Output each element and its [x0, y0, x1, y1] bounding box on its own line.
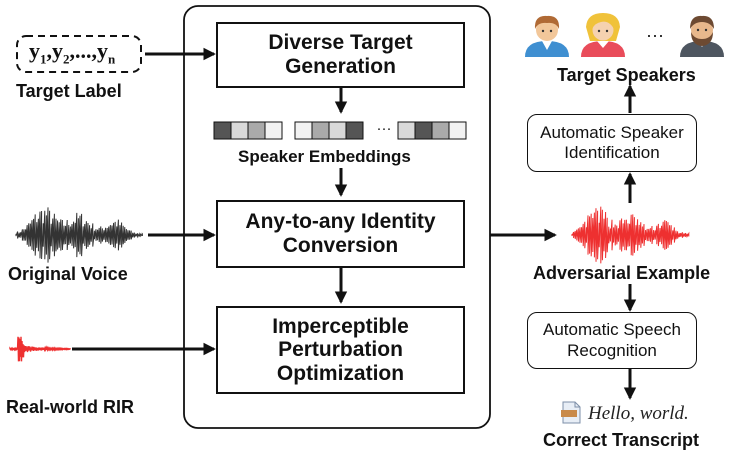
transcript-text: Hello, world. [588, 403, 689, 424]
embedding-cell [448, 121, 467, 140]
adversarial-waveform [571, 206, 690, 264]
original-voice-waveform [15, 207, 143, 263]
target-label-caption: Target Label [16, 81, 122, 101]
identity-conversion-box: Any-to-any Identity Conversion [216, 200, 465, 268]
text-file-icon [561, 401, 581, 424]
rir-label: Real-world RIR [6, 397, 135, 417]
embedding-cell [431, 121, 450, 140]
speaker-identification-title: Automatic Speaker Identification [540, 122, 684, 162]
embedding-cell [414, 121, 433, 140]
speaker-embeddings-caption: Speaker Embeddings [238, 147, 411, 166]
framework-container [183, 5, 491, 429]
target-label-box [16, 35, 142, 73]
speaker-avatar-3 [680, 15, 724, 57]
speaker-embeddings-strip: ··· [213, 120, 467, 140]
diverse-target-generation-box: Diverse Target Generation [216, 22, 465, 88]
embedding-cell [213, 121, 232, 140]
speaker-avatar-1 [525, 15, 569, 57]
embedding-cell [328, 121, 347, 140]
embedding-cell [397, 121, 416, 140]
subscript-2: 2 [63, 51, 70, 67]
embedding-cell [311, 121, 330, 140]
diverse-target-generation-title: Diverse Target Generation [268, 31, 413, 78]
subscript-n: n [108, 51, 116, 67]
embedding-cell [230, 121, 249, 140]
speech-recognition-title: Automatic Speech Recognition [543, 320, 681, 360]
adversarial-example-label: Adversarial Example [533, 263, 711, 283]
identity-conversion-title: Any-to-any Identity Conversion [245, 210, 436, 257]
speaker-avatar-2 [581, 13, 625, 57]
target-speakers-label: Target Speakers [557, 65, 696, 85]
correct-transcript-label: Correct Transcript [543, 430, 700, 450]
perturbation-optimization-box: Imperceptible Perturbation Optimization [216, 306, 465, 394]
rir-waveform [9, 336, 71, 362]
embeddings-ellipsis: ··· [377, 120, 392, 137]
target-label-sequence: y1,y2,...,yn [29, 38, 116, 67]
embedding-cell [264, 121, 283, 140]
speaker-identification-box: Automatic Speaker Identification [527, 114, 697, 172]
speech-recognition-box: Automatic Speech Recognition [527, 312, 697, 369]
embedding-cell [345, 121, 364, 140]
perturbation-optimization-title: Imperceptible Perturbation Optimization [272, 314, 409, 385]
embedding-cell [294, 121, 313, 140]
embedding-cell [247, 121, 266, 140]
subscript-1: 1 [40, 51, 47, 67]
original-voice-label: Original Voice [8, 264, 128, 284]
ellipsis-between-speakers: ··· [646, 25, 664, 45]
